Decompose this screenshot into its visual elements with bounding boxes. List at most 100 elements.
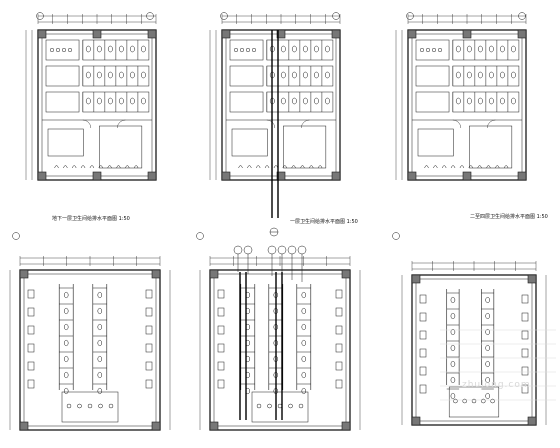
axis-bubble-top-1: [146, 12, 154, 20]
p4-side-right-3: [145, 343, 153, 353]
p6-side-left-3: [419, 348, 427, 358]
p4-column-1: [151, 269, 161, 279]
p1-toilet-0-4: [129, 45, 135, 53]
p1-urinal-8: [125, 165, 130, 169]
p3-urinal-7: [486, 165, 491, 169]
p3-toilet-2-2: [477, 97, 483, 105]
p4-wc-1-3: [97, 339, 103, 347]
p6-wc-0-5: [450, 376, 456, 384]
p2-urinal-1: [247, 165, 252, 169]
p2-toilet-0-3: [302, 45, 308, 53]
p3-toilet-0-1: [466, 45, 472, 53]
p3-column-1: [517, 29, 527, 39]
p1-toilet-0-2: [107, 45, 113, 53]
p2-toilet-1-3: [302, 71, 308, 79]
p1-inner-wall: [41, 33, 153, 177]
p1-column-1: [147, 29, 157, 39]
p6-wash-basin-4: [490, 398, 495, 404]
p1-urinal-5: [98, 165, 104, 169]
p6-wc-0-6: [450, 392, 456, 400]
p3-column-2: [407, 171, 417, 181]
p5-riser-bubble-4: [287, 245, 297, 255]
p2-urinal-5: [282, 165, 288, 169]
p6-wc-1-3: [485, 344, 490, 352]
axis-bubble-top-0: [36, 12, 44, 20]
p1-lower-left-room: [47, 128, 84, 157]
p6-column-3: [527, 416, 537, 426]
p5-wc-2-3: [301, 339, 307, 347]
p5-riser-bubble-5: [297, 245, 307, 255]
p4-side-left-0: [27, 289, 35, 299]
p5-wc-2-4: [301, 355, 307, 363]
p5-wash-basin-3: [288, 403, 293, 409]
p6-wc-1-6: [485, 392, 490, 400]
p1-basin-0: [49, 47, 55, 53]
p3-toilet-1-3: [488, 71, 494, 79]
p5-wash-area: [251, 391, 309, 423]
p1-left-room-b: [45, 65, 80, 87]
p2-urinal-2: [255, 165, 261, 169]
p2-urinal-9: [317, 165, 323, 169]
p3-urinal-2: [441, 165, 447, 169]
axis-bubble-top-2: [220, 12, 228, 20]
p2-toilet-1-5: [324, 71, 330, 79]
p5-column-3: [341, 421, 351, 431]
p4-wash-basin-4: [108, 403, 114, 409]
p1-urinal-6: [107, 165, 112, 169]
p5-side-right-2: [335, 325, 343, 335]
p3-left-room-b: [415, 65, 450, 87]
p3-lower-left-room: [417, 128, 454, 157]
p5-column-1: [341, 269, 351, 279]
p3-urinal-8: [495, 165, 500, 169]
p4-wc-0-2: [63, 323, 69, 331]
p1-urinal-9: [133, 165, 139, 169]
p2-toilet-2-4: [313, 97, 319, 105]
p1-toilet-2-5: [140, 97, 146, 105]
p4-side-right-0: [145, 289, 153, 299]
p1-toilet-2-4: [129, 97, 135, 105]
p3-door-arc-1: [452, 119, 462, 129]
p2-lower-room: [283, 125, 327, 169]
p6-wash-basin-0: [453, 398, 458, 404]
p1-toilet-2-2: [107, 97, 113, 105]
watermark: zhulong.com: [462, 380, 531, 390]
p6-wc-1-1: [485, 312, 490, 320]
p2-column-1: [331, 29, 341, 39]
p4-wc-0-1: [63, 307, 69, 315]
p6-side-right-0: [521, 294, 529, 304]
p3-urinal-9: [503, 165, 509, 169]
p2-toilet-0-5: [324, 45, 330, 53]
p1-outer-wall: [37, 29, 157, 181]
p2-column-2: [221, 171, 231, 181]
p1-urinal-3: [80, 165, 86, 169]
p3-urinal-1: [433, 165, 438, 169]
p4-side-left-1: [27, 307, 35, 317]
p2-toilet-1-2: [291, 71, 297, 79]
p1-toilet-1-3: [118, 71, 124, 79]
p6-wash-area: [448, 386, 500, 418]
p6-side-left-5: [419, 384, 427, 394]
p1-left-room-a: [45, 39, 80, 61]
p2-urinal-7: [300, 165, 305, 169]
p5-side-left-1: [217, 307, 225, 317]
p4-side-right-2: [145, 325, 153, 335]
p6-column-1: [527, 274, 537, 284]
p1-left-room-c: [45, 91, 80, 113]
p2-urinal-0: [238, 165, 243, 169]
p5-inner-wall: [213, 273, 347, 427]
p5-wc-2-0: [301, 291, 307, 299]
p2-toilet-2-2: [291, 97, 297, 105]
p2-toilet-1-4: [313, 71, 319, 79]
p3-toilet-2-4: [499, 97, 505, 105]
p3-column-3: [517, 171, 527, 181]
p2-urinal-8: [309, 165, 314, 169]
p3-toilet-0-4: [499, 45, 505, 53]
p4-wash-basin-0: [66, 403, 72, 409]
p1-column-0: [37, 29, 47, 39]
p2-outer-wall: [221, 29, 341, 181]
p4-inner-wall: [23, 273, 157, 427]
p4-column-2: [19, 421, 29, 431]
p2-basin-1: [239, 47, 245, 53]
p3-toilet-2-5: [510, 97, 516, 105]
